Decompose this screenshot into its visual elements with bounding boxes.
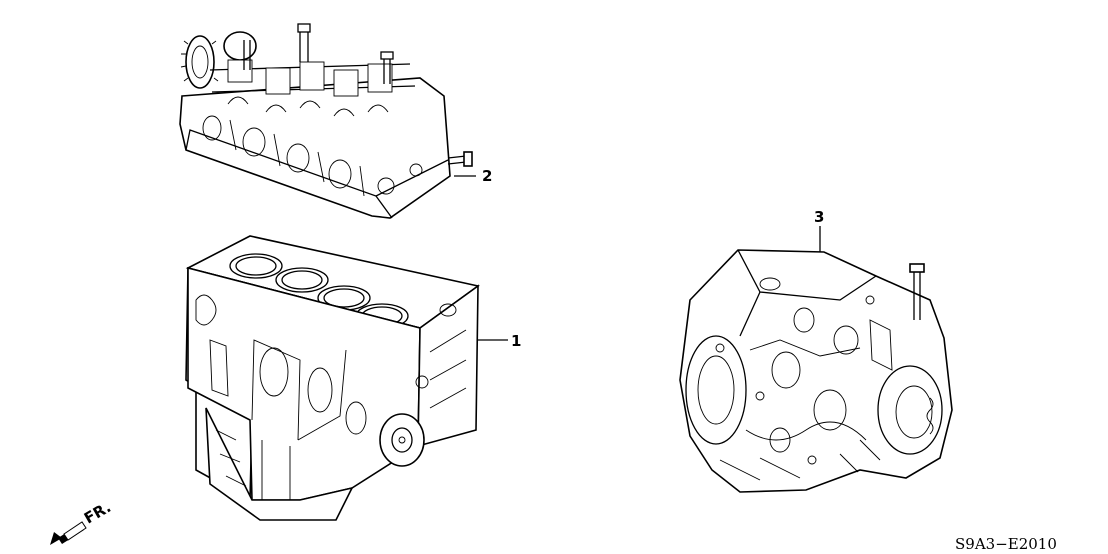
front-direction-label: FR. (81, 498, 114, 527)
diagram-code: S9A3−E2010 (955, 535, 1057, 553)
part-number-2: 2 (482, 167, 492, 185)
front-direction-arrow-icon (50, 521, 87, 545)
transmission-illustration[interactable] (679, 249, 953, 493)
part-number-3: 3 (814, 208, 824, 226)
part-number-1: 1 (511, 332, 521, 350)
engine-block-illustration[interactable] (185, 235, 480, 521)
cylinder-head-illustration[interactable] (179, 23, 473, 219)
